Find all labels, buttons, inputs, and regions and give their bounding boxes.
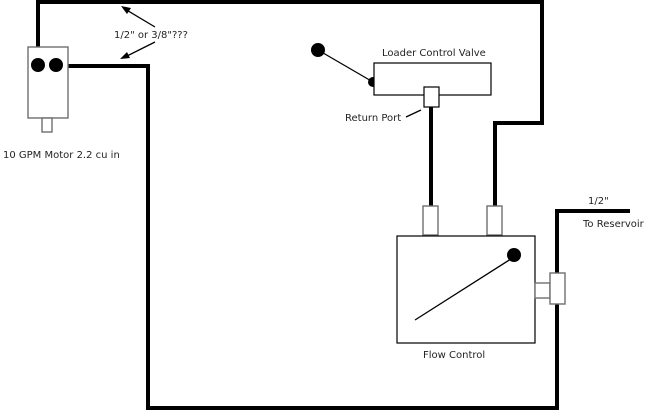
pipe-to-reservoir [555, 209, 630, 273]
arrowhead-bottom-icon [120, 52, 130, 59]
motor-port-left [31, 58, 45, 72]
motor-body [27, 46, 69, 119]
loader-valve-label: Loader Control Valve [382, 48, 486, 59]
return-port-label: Return Port [345, 113, 401, 124]
flow-control-port-left [422, 205, 439, 236]
arrow-line-top [124, 8, 156, 28]
loader-control-valve: Loader Control Valve Return Port [311, 43, 492, 124]
motor-port-right [49, 58, 63, 72]
valve-lever-knob [311, 43, 325, 57]
pipe-motor-to-reservoir-loop [56, 64, 559, 410]
motor [27, 46, 69, 133]
return-port [423, 86, 440, 108]
flow-control: Flow Control [396, 205, 566, 361]
pipe-size-label: 1/2" or 3/8"??? [114, 30, 188, 41]
pipe-motor-to-valve-return-loop [36, 0, 544, 208]
arrowhead-top-icon [121, 6, 131, 14]
arrow-line-bottom [124, 41, 156, 58]
pipe-size-annotation: 1/2" or 3/8"??? [114, 6, 188, 59]
flow-control-lever [414, 256, 515, 321]
motor-shaft [41, 117, 53, 133]
flow-control-knob [507, 248, 521, 262]
flow-control-port-right [486, 205, 503, 236]
reservoir-label: To Reservoir [582, 219, 645, 230]
motor-label: 10 GPM Motor 2.2 cu in [3, 150, 120, 161]
reservoir-size-label: 1/2" [588, 196, 609, 207]
return-port-leader [405, 109, 422, 118]
flow-control-port-side [549, 272, 566, 305]
flow-control-side-stub [534, 282, 551, 299]
valve-lever [317, 49, 374, 83]
flow-control-label: Flow Control [423, 350, 485, 361]
